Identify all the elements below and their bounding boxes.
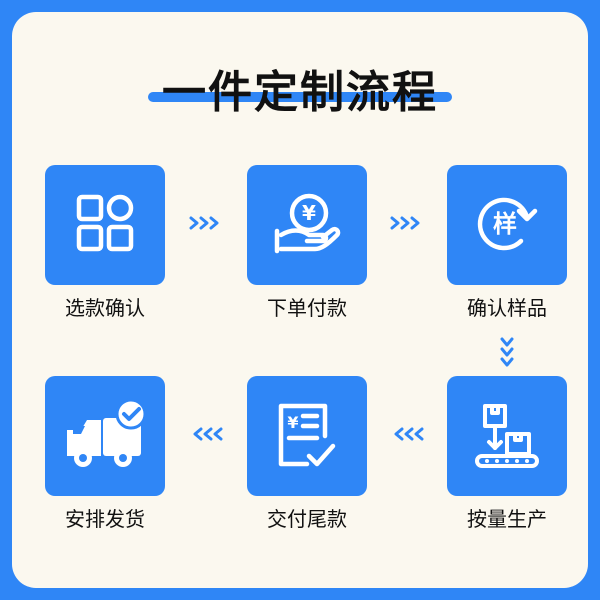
arrow-left-1 xyxy=(389,426,425,442)
receipt-yen-glyph: ¥ xyxy=(287,413,298,432)
step-label-2: 下单付款 xyxy=(267,296,347,320)
delivery-truck-icon xyxy=(67,398,147,467)
step-card-6 xyxy=(45,376,165,496)
receipt-check-icon: ¥ xyxy=(278,403,336,467)
arrow-down xyxy=(499,336,515,372)
title-block: 一件定制流程 xyxy=(0,62,600,122)
step-label-5: 交付尾款 xyxy=(267,507,347,531)
step-label-1: 选款确认 xyxy=(65,296,145,320)
step-label-3: 确认样品 xyxy=(467,296,547,320)
arrow-right-2 xyxy=(389,215,425,231)
hand-coin-icon: ¥ xyxy=(274,193,341,254)
step-card-4 xyxy=(447,376,567,496)
conveyor-boxes-icon xyxy=(475,404,539,468)
sample-refresh-icon: 样 xyxy=(477,197,538,251)
step-label-4: 按量生产 xyxy=(467,507,547,531)
arrow-right-1 xyxy=(188,215,224,231)
coin-symbol: ¥ xyxy=(302,201,316,225)
step-card-3: 样 xyxy=(447,165,567,285)
page-title: 一件定制流程 xyxy=(162,67,438,118)
title-underline xyxy=(148,92,452,102)
step-card-5: ¥ xyxy=(247,376,367,496)
step-card-2: ¥ xyxy=(247,165,367,285)
grid-icon xyxy=(76,194,134,252)
sample-glyph: 样 xyxy=(493,210,517,238)
arrow-left-2 xyxy=(188,426,224,442)
step-card-1 xyxy=(45,165,165,285)
step-label-6: 安排发货 xyxy=(65,507,145,531)
